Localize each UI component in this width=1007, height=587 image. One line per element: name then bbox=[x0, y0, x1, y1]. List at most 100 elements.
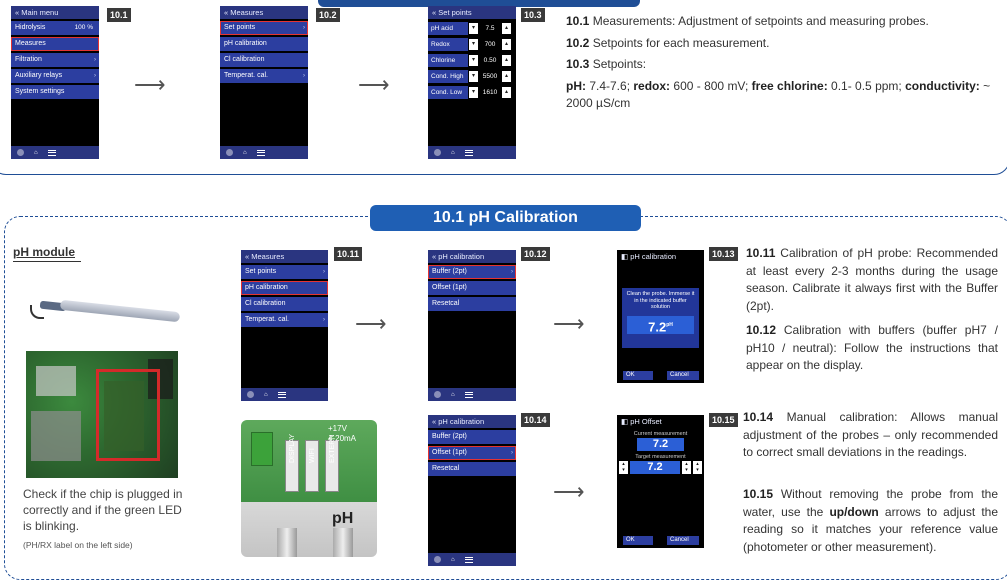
ph-icon: ◧ bbox=[621, 417, 629, 426]
step-label-10-11: 10.11 bbox=[334, 247, 363, 261]
setpoint-row-redox: Redox▾700▴ bbox=[428, 38, 516, 51]
menu-item-temperature-cal[interactable]: Temperat. cal.› bbox=[241, 313, 328, 327]
menu-item-measures[interactable]: Measures bbox=[11, 37, 99, 51]
step-label-10-1: 10.1 bbox=[107, 8, 131, 22]
dropdown-icon[interactable]: ▾ bbox=[469, 71, 478, 82]
chevron-right-icon: › bbox=[94, 73, 96, 79]
header-label: Main menu bbox=[21, 8, 59, 17]
status-dot-icon bbox=[434, 391, 441, 398]
chevron-right-icon: › bbox=[323, 269, 325, 275]
arrow-right-icon: ⟶ bbox=[358, 72, 390, 97]
screen-header: « pH calibration bbox=[428, 250, 516, 263]
chevron-right-icon: › bbox=[511, 450, 513, 456]
home-icon[interactable]: ⌂ bbox=[243, 149, 247, 156]
screen-header: ◧ pH calibration bbox=[617, 250, 704, 263]
dropdown-icon[interactable]: ▾ bbox=[469, 55, 478, 66]
probe-cable bbox=[30, 305, 44, 319]
menu-item-buffer[interactable]: Buffer (2pt) bbox=[428, 430, 516, 444]
dropdown-icon[interactable]: ▾ bbox=[469, 39, 478, 50]
menu-item-offset[interactable]: Offset (1pt) bbox=[428, 281, 516, 295]
chevron-right-icon: › bbox=[323, 317, 325, 323]
screen-header: « Measures bbox=[220, 6, 308, 19]
menu-item-set-points[interactable]: Set points› bbox=[220, 21, 308, 35]
screen-header: « Main menu bbox=[11, 6, 99, 19]
chevron-right-icon: › bbox=[511, 269, 513, 275]
up-arrow-icon[interactable]: ▴ bbox=[502, 71, 511, 82]
menu-item-ph-calibration[interactable]: pH calibration bbox=[241, 281, 328, 295]
list-icon[interactable] bbox=[47, 149, 56, 156]
ph-module-note: (PH/RX label on the left side) bbox=[23, 540, 133, 550]
screen-ph-offset: ◧ pH Offset Current measurement 7.2 Targ… bbox=[617, 415, 704, 548]
home-icon[interactable]: ⌂ bbox=[451, 149, 455, 156]
line-10-1: 10.1 Measurements: Adjustment of setpoin… bbox=[566, 14, 929, 28]
line-10-2: 10.2 Setpoints for each measurement. bbox=[566, 35, 770, 50]
home-icon[interactable]: ⌂ bbox=[451, 391, 455, 398]
menu-item-temperature-cal[interactable]: Temperat. cal.› bbox=[220, 69, 308, 83]
up-down-arrow-icon[interactable]: ▴▾ bbox=[682, 461, 691, 474]
menu-item-set-points[interactable]: Set points› bbox=[241, 265, 328, 279]
menu-item-resetcal[interactable]: Resetcal bbox=[428, 297, 516, 311]
ok-button[interactable]: OK bbox=[623, 536, 653, 545]
up-down-arrow-icon[interactable]: ▴▾ bbox=[619, 461, 628, 474]
screen-footer: ⌂ bbox=[241, 388, 328, 401]
chip-highlight-box bbox=[96, 369, 160, 461]
menu-item-resetcal[interactable]: Resetcal bbox=[428, 462, 516, 476]
up-arrow-icon[interactable]: ▴ bbox=[502, 87, 511, 98]
menu-item-buffer[interactable]: Buffer (2pt)› bbox=[428, 265, 516, 279]
setpoint-row-chlorine: Chlorine▾0.50▴ bbox=[428, 54, 516, 67]
status-dot-icon bbox=[17, 149, 24, 156]
list-icon[interactable] bbox=[464, 556, 473, 563]
screen-buffer-calibration: ◧ pH calibration Clean the probe. Immers… bbox=[617, 250, 704, 383]
up-arrow-icon[interactable]: ▴ bbox=[502, 23, 511, 34]
ph-icon: ◧ bbox=[621, 252, 629, 261]
menu-item-cl-calibration[interactable]: Cl calibration bbox=[241, 297, 328, 311]
cancel-button[interactable]: Cancel bbox=[667, 371, 699, 380]
list-icon[interactable] bbox=[256, 149, 265, 156]
buffer-instruction: Clean the probe. Immerse it in the indic… bbox=[626, 291, 695, 310]
home-icon[interactable]: ⌂ bbox=[34, 149, 38, 156]
description-10-15: 10.15 Without removing the probe from th… bbox=[743, 487, 998, 554]
chevron-right-icon: › bbox=[303, 73, 305, 79]
menu-item-system-settings[interactable]: System settings bbox=[11, 85, 99, 99]
screen-header: ◧ pH Offset bbox=[617, 415, 704, 428]
menu-item-ph-calibration[interactable]: pH calibration bbox=[220, 37, 308, 51]
buffer-panel: Clean the probe. Immerse it in the indic… bbox=[622, 288, 699, 348]
status-dot-icon bbox=[226, 149, 233, 156]
ok-button[interactable]: OK bbox=[623, 371, 653, 380]
step-label-10-13: 10.13 bbox=[709, 247, 738, 261]
up-arrow-icon[interactable]: ▴ bbox=[502, 55, 511, 66]
menu-item-filtration[interactable]: Filtration› bbox=[11, 53, 99, 67]
screen-header: « pH calibration bbox=[428, 415, 516, 428]
cancel-button[interactable]: Cancel bbox=[667, 536, 699, 545]
screen-footer: ⌂ bbox=[428, 146, 516, 159]
screen-ph-calibration: « pH calibration Buffer (2pt)› Offset (1… bbox=[428, 250, 516, 401]
dropdown-icon[interactable]: ▾ bbox=[469, 23, 478, 34]
setpoint-row-cond-high: Cond. High▾5500▴ bbox=[428, 70, 516, 83]
up-down-arrow-icon[interactable]: ▴▾ bbox=[693, 461, 702, 474]
menu-item-offset[interactable]: Offset (1pt)› bbox=[428, 446, 516, 460]
list-icon[interactable] bbox=[464, 149, 473, 156]
description-10-12: 10.12 Calibration with buffers (buffer p… bbox=[746, 323, 998, 372]
menu-item-aux-relays[interactable]: Auxiliary relays› bbox=[11, 69, 99, 83]
pcb-photo bbox=[26, 351, 178, 478]
screen-header: « Measures bbox=[241, 250, 328, 263]
list-icon[interactable] bbox=[277, 391, 286, 398]
step-label-10-14: 10.14 bbox=[521, 413, 550, 427]
dropdown-icon[interactable]: ▾ bbox=[469, 87, 478, 98]
arrow-right-icon: ⟶ bbox=[553, 479, 585, 504]
step-label-10-12: 10.12 bbox=[521, 247, 550, 261]
ph-device-photo bbox=[241, 420, 377, 557]
list-icon[interactable] bbox=[464, 391, 473, 398]
up-arrow-icon[interactable]: ▴ bbox=[502, 39, 511, 50]
status-dot-icon bbox=[434, 149, 441, 156]
home-icon[interactable]: ⌂ bbox=[451, 556, 455, 563]
home-icon[interactable]: ⌂ bbox=[264, 391, 268, 398]
status-dot-icon bbox=[247, 391, 254, 398]
screen-footer: ⌂ bbox=[428, 553, 516, 566]
menu-item-cl-calibration[interactable]: Cl calibration bbox=[220, 53, 308, 67]
screen-measures-2: « Measures Set points› pH calibration Cl… bbox=[241, 250, 328, 401]
top-description: 10.1 Measurements: Adjustment of setpoin… bbox=[566, 13, 1002, 113]
